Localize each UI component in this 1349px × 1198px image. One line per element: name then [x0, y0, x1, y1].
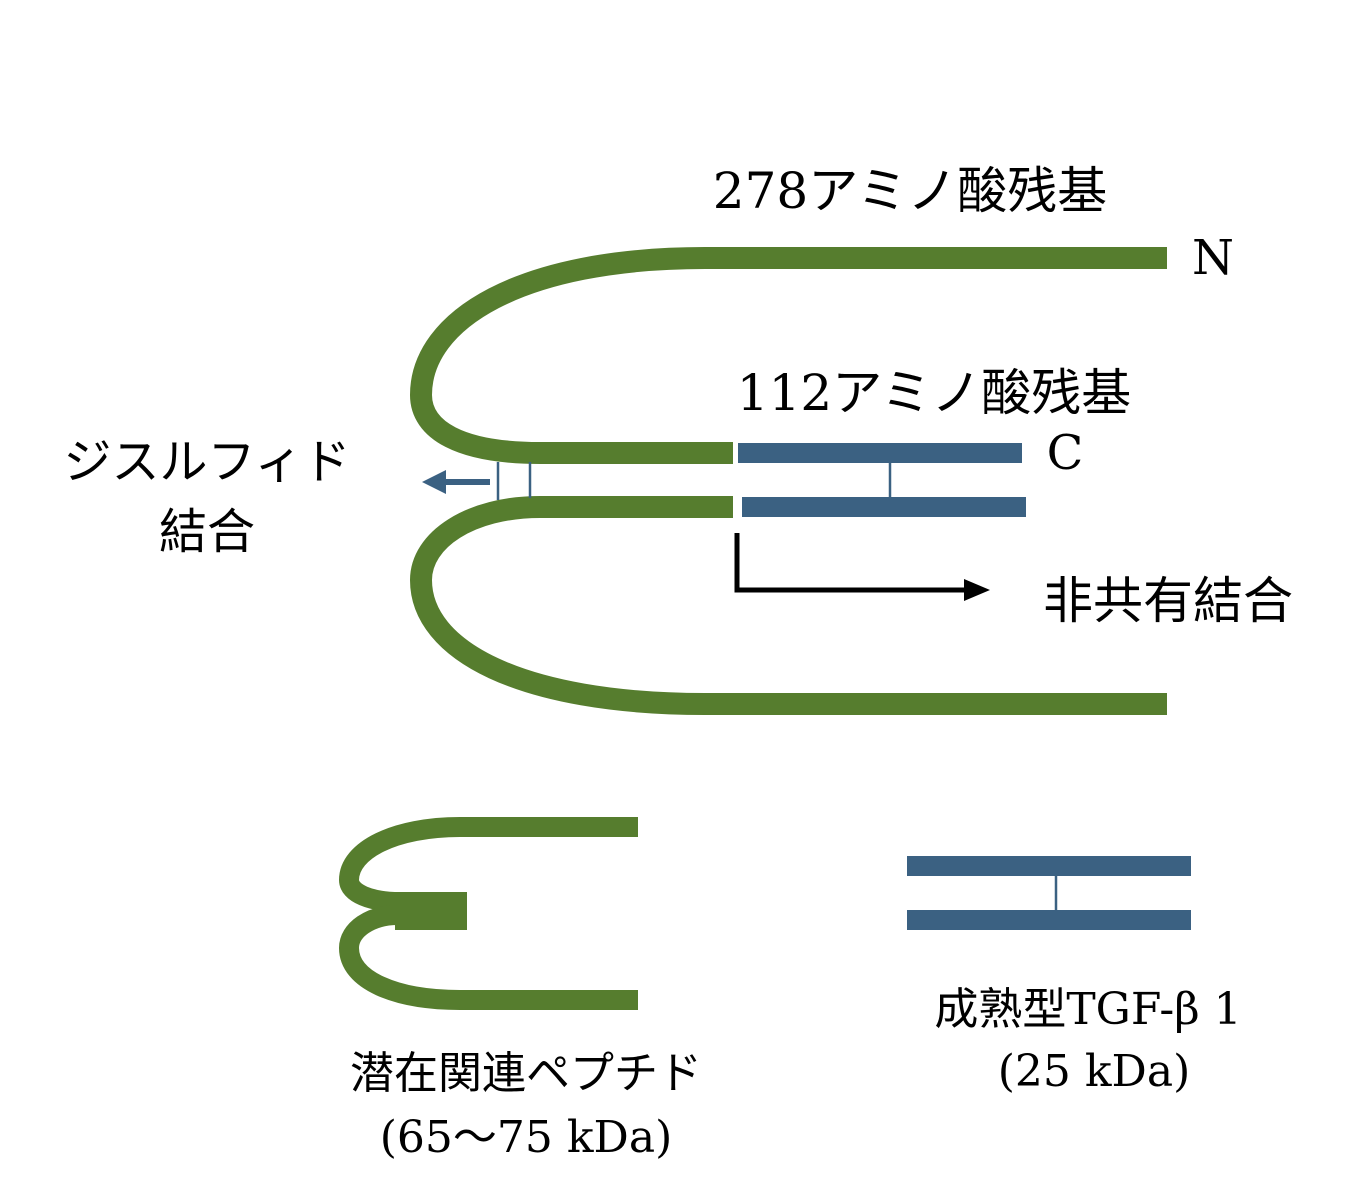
c-terminus-label: C	[1047, 425, 1084, 481]
lap-mass-label: (65～75 kDa)	[380, 1112, 672, 1163]
noncovalent-arrow-icon	[734, 533, 990, 601]
noncovalent-label: 非共有結合	[1043, 572, 1293, 630]
disulfide-label-line1: ジスルフィド	[63, 434, 350, 490]
lap-upper-chain	[409, 247, 1167, 464]
lap-lower-chain	[409, 496, 1167, 715]
mature-mass-label: (25 kDa)	[998, 1046, 1190, 1097]
n-chain-residues-label: 278アミノ酸残基	[713, 162, 1107, 220]
c-chain-residues-label: 112アミノ酸残基	[737, 364, 1131, 422]
n-terminus-label: N	[1192, 230, 1234, 286]
disulfide-arrow-icon	[422, 470, 490, 494]
lap-name-label: 潜在関連ペプチド	[350, 1048, 702, 1099]
mature-name-label: 成熟型TGF-β 1	[934, 984, 1241, 1035]
tgf-upper-chain	[738, 443, 1022, 463]
disulfide-label-line2: 結合	[159, 504, 255, 560]
mature-tgf-legend-shape	[907, 856, 1191, 930]
lap-legend-shape	[338, 817, 638, 1010]
tgf-lower-chain	[742, 497, 1026, 517]
